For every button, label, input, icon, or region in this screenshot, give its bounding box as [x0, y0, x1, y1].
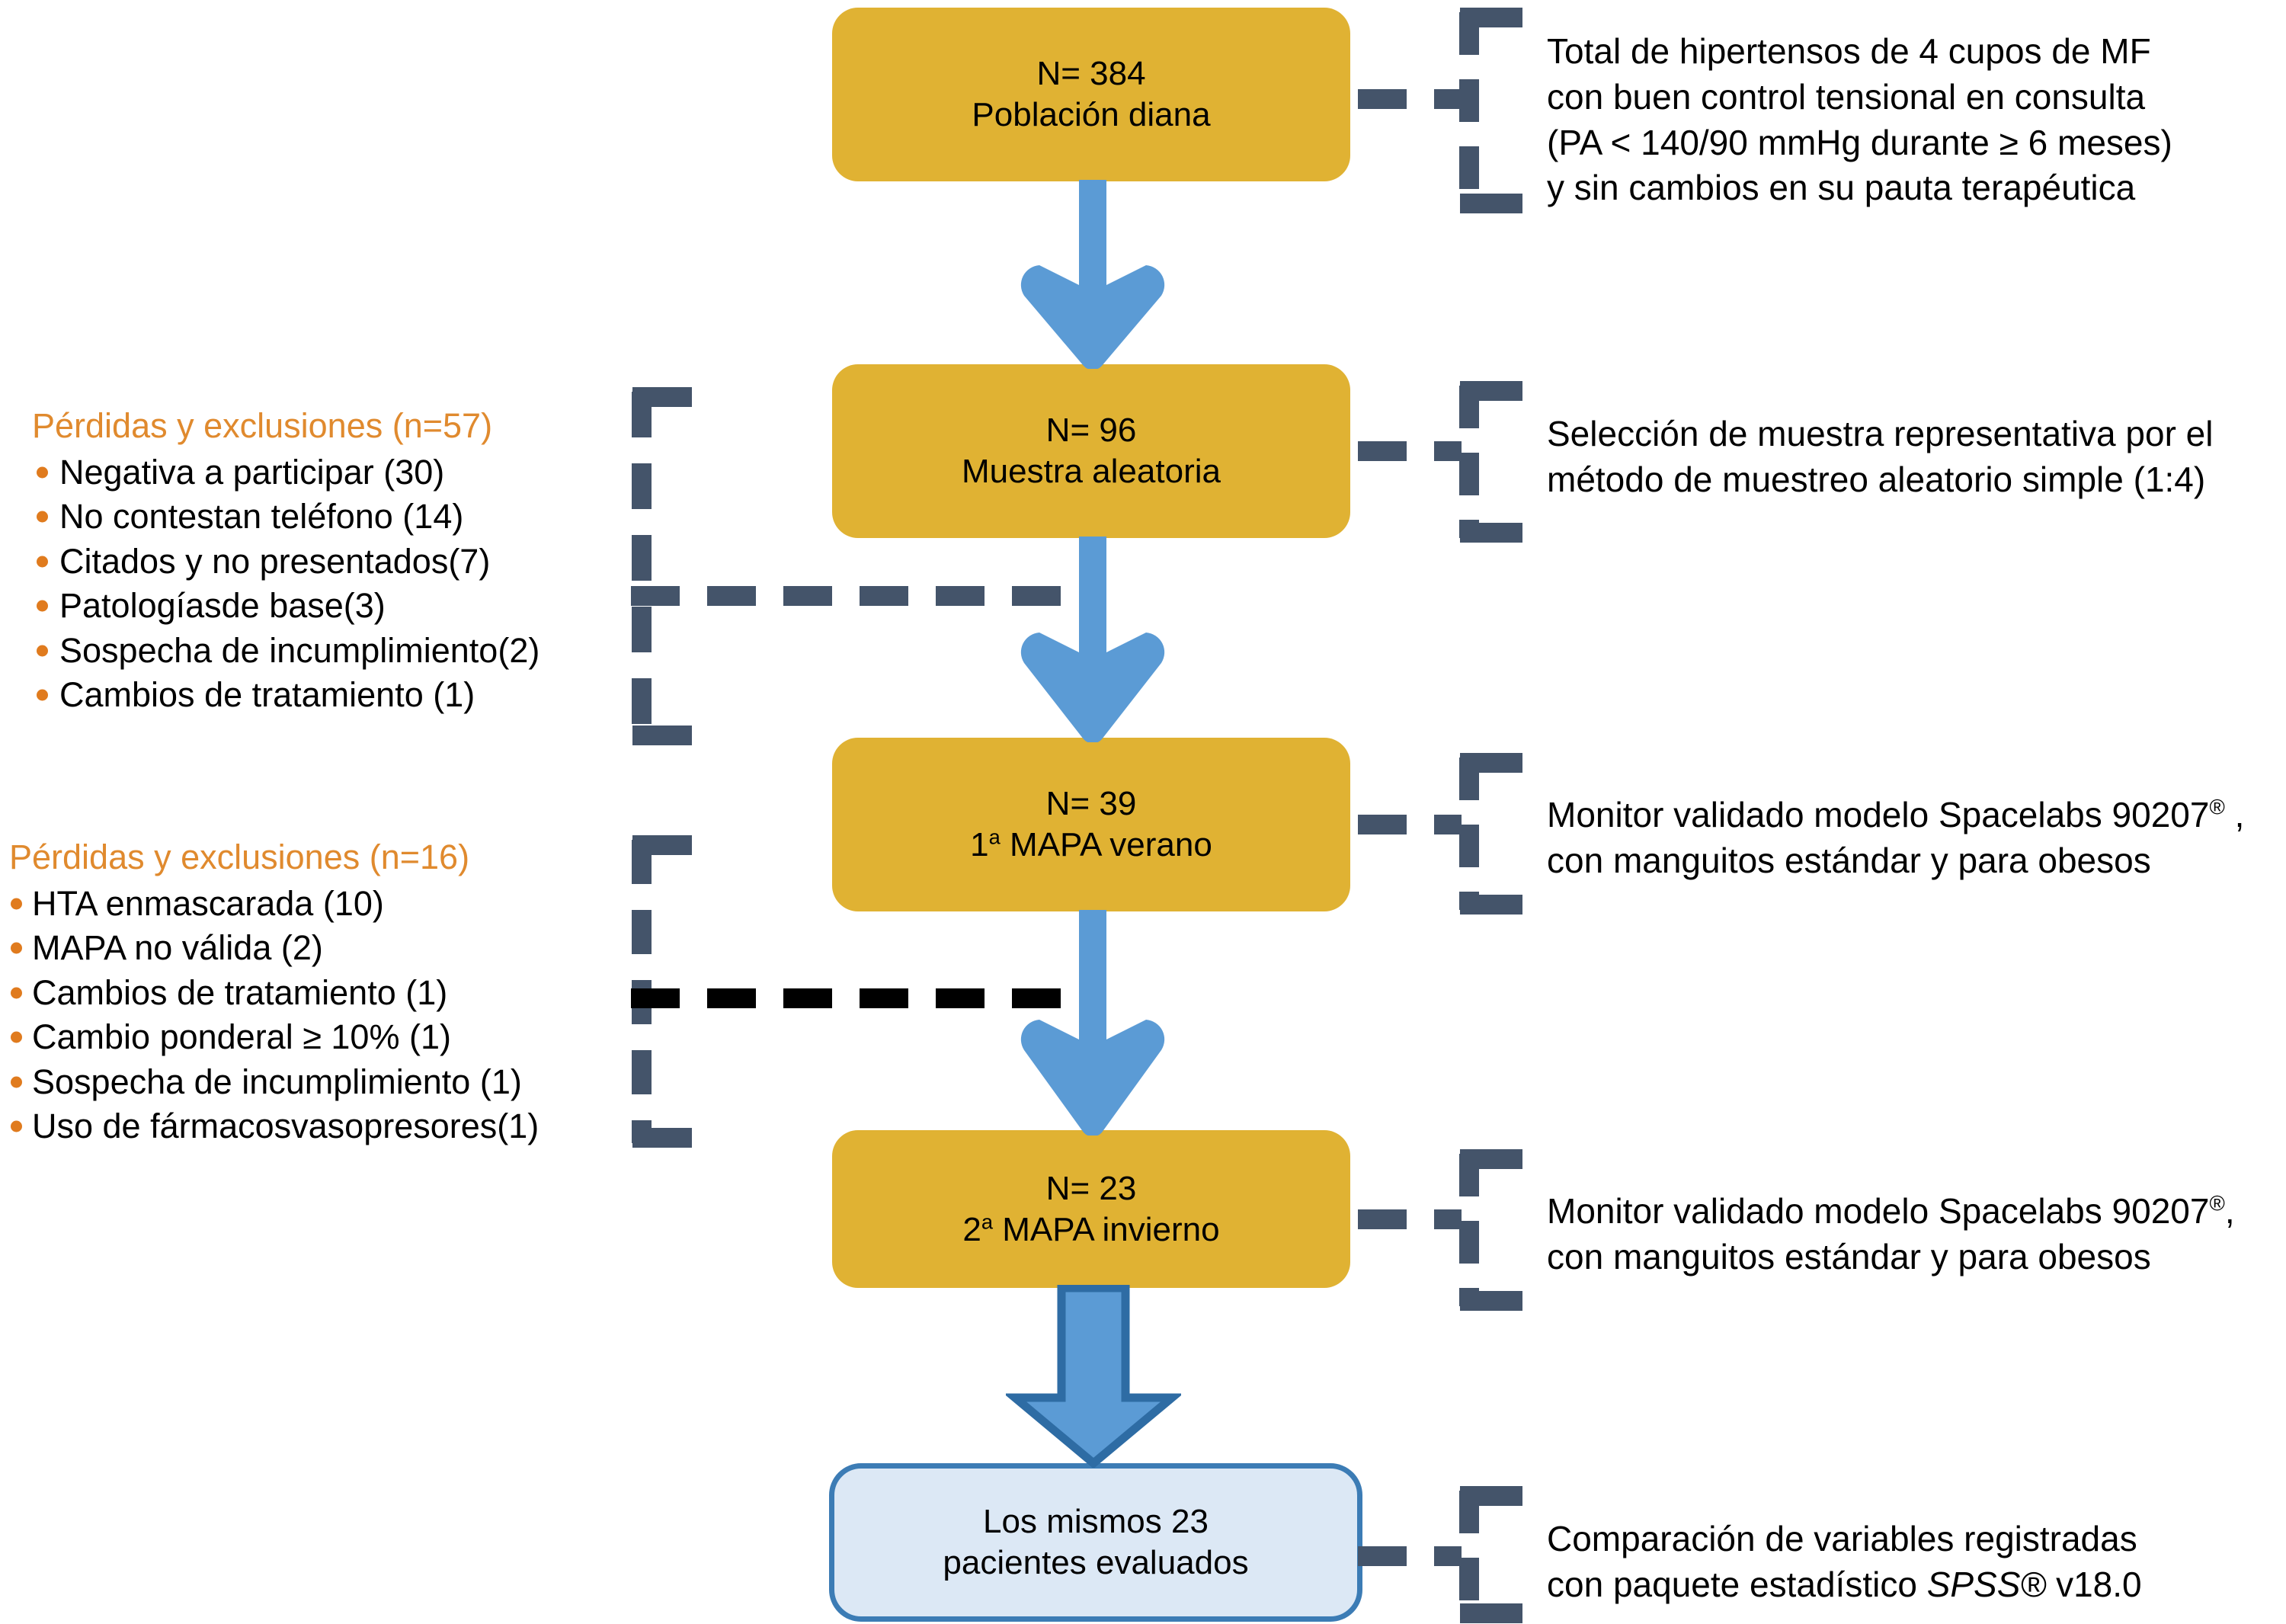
exclusions-16-list: HTA enmascarada (10) MAPA no válida (2) …	[9, 882, 539, 1149]
list-item: Sospecha de incumplimiento(2)	[32, 629, 539, 674]
node-ordinal: 2	[962, 1210, 981, 1248]
list-item: Citados y no presentados(7)	[32, 540, 539, 585]
list-item: Uso de fármacosvasopresores(1)	[9, 1104, 539, 1149]
bracket-exclusions-57	[632, 387, 692, 745]
node-ordinal: 1	[970, 826, 989, 863]
note-spss: Comparación de variables registradas con…	[1547, 1517, 2142, 1608]
note-line: Total de hipertensos de 4 cupos de MF	[1547, 31, 2151, 71]
node-ordinal-sup: a	[988, 825, 1001, 849]
connector-note-muestra	[1358, 441, 1462, 461]
bracket-note-spss	[1459, 1486, 1522, 1623]
node-line-2-text: MAPA invierno	[993, 1210, 1220, 1248]
node-line-2: 1a MAPA verano	[970, 825, 1212, 866]
node-pacientes-evaluados: Los mismos 23 pacientes evaluados	[829, 1463, 1362, 1622]
note-line: con buen control tensional en consulta	[1547, 76, 2146, 117]
list-item: Sospecha de incumplimiento (1)	[9, 1060, 539, 1105]
node-line-2-text: MAPA verano	[1000, 826, 1212, 863]
registered-icon: ®	[2209, 795, 2225, 819]
note-monitor-invierno: Monitor validado modelo Spacelabs 90207®…	[1547, 1189, 2235, 1280]
note-line: Selección de muestra representativa por …	[1547, 414, 2214, 453]
note-monitor-verano: Monitor validado modelo Spacelabs 90207®…	[1547, 793, 2244, 884]
note-line: (PA < 140/90 mmHg durante ≥ 6 meses)	[1547, 122, 2172, 162]
node-mapa-verano: N= 39 1a MAPA verano	[832, 738, 1350, 911]
node-muestra-aleatoria: N= 96 Muestra aleatoria	[832, 364, 1350, 538]
node-ordinal-sup: a	[981, 1209, 994, 1233]
note-line: método de muestreo aleatorio simple (1:4…	[1547, 459, 2206, 499]
note-poblacion: Total de hipertensos de 4 cupos de MF co…	[1547, 29, 2172, 211]
node-line-2: pacientes evaluados	[943, 1544, 1249, 1581]
connector-exclusions-16	[631, 988, 1085, 1008]
registered-icon: ®	[2209, 1191, 2225, 1216]
list-item: Cambios de tratamiento (1)	[9, 971, 539, 1016]
arrow-39-to-23	[1020, 910, 1165, 1136]
list-item: Cambios de tratamiento (1)	[32, 673, 539, 718]
node-line-1: N= 23	[1045, 1169, 1137, 1207]
exclusions-57: Pérdidas y exclusiones (n=57) Negativa a…	[32, 404, 539, 718]
list-item: Negativa a participar (30)	[32, 450, 539, 495]
note-line: con paquete estadístico SPSS® v18.0	[1547, 1562, 2142, 1608]
note-line: con manguitos estándar y para obesos	[1547, 1236, 2151, 1276]
spss-trademark: SPSS®	[1926, 1564, 2047, 1604]
connector-note-monitor-verano	[1358, 815, 1462, 834]
list-item: HTA enmascarada (10)	[9, 882, 539, 927]
note-text-tail: v18.0	[2046, 1564, 2142, 1604]
note-line: con manguitos estándar y para obesos	[1547, 840, 2151, 880]
bracket-note-monitor-verano	[1459, 753, 1522, 915]
node-line-1: N= 39	[1045, 785, 1137, 823]
node-line-1: N= 384	[1036, 55, 1146, 93]
list-item: No contestan teléfono (14)	[32, 495, 539, 540]
list-item: Cambio ponderal ≥ 10% (1)	[9, 1015, 539, 1060]
note-text: Monitor validado modelo Spacelabs 90207	[1547, 1191, 2210, 1231]
note-text-tail: ,	[2224, 795, 2245, 834]
note-line: Comparación de variables registradas	[1547, 1519, 2137, 1558]
connector-note-poblacion	[1358, 89, 1462, 109]
note-line: Monitor validado modelo Spacelabs 90207®…	[1547, 793, 2244, 838]
note-line: y sin cambios en su pauta terapéutica	[1547, 168, 2136, 208]
note-text: Monitor validado modelo Spacelabs 90207	[1547, 795, 2210, 834]
connector-note-monitor-invierno	[1358, 1209, 1462, 1229]
note-line: Monitor validado modelo Spacelabs 90207®…	[1547, 1189, 2235, 1235]
node-poblacion-diana: N= 384 Población diana	[832, 8, 1350, 181]
node-line-2: Población diana	[972, 96, 1211, 133]
list-item: MAPA no válida (2)	[9, 926, 539, 971]
bracket-note-monitor-invierno	[1459, 1149, 1522, 1311]
bracket-note-muestra	[1459, 381, 1522, 543]
node-line-1: N= 96	[1045, 412, 1137, 450]
bracket-note-poblacion	[1459, 8, 1522, 213]
arrow-384-to-96	[1020, 180, 1165, 369]
exclusions-16: Pérdidas y exclusiones (n=16) HTA enmasc…	[9, 835, 539, 1149]
note-text-tail: ,	[2224, 1191, 2235, 1231]
connector-exclusions-57	[631, 586, 1085, 606]
arrow-96-to-39	[1020, 537, 1165, 742]
node-line-2: Muestra aleatoria	[962, 453, 1221, 490]
connector-note-spss	[1358, 1546, 1462, 1566]
node-line-2: 2a MAPA invierno	[962, 1209, 1219, 1251]
note-muestra: Selección de muestra representativa por …	[1547, 412, 2213, 503]
exclusions-16-heading: Pérdidas y exclusiones (n=16)	[9, 838, 470, 876]
note-text: con paquete estadístico	[1547, 1564, 1927, 1604]
exclusions-57-list: Negativa a participar (30) No contestan …	[32, 450, 539, 718]
exclusions-57-heading: Pérdidas y exclusiones (n=57)	[32, 406, 493, 445]
list-item: Patologíasde base(3)	[32, 584, 539, 629]
arrow-23-to-final	[1006, 1285, 1181, 1468]
node-line-1: Los mismos 23	[983, 1503, 1209, 1541]
node-mapa-invierno: N= 23 2a MAPA invierno	[832, 1130, 1350, 1288]
